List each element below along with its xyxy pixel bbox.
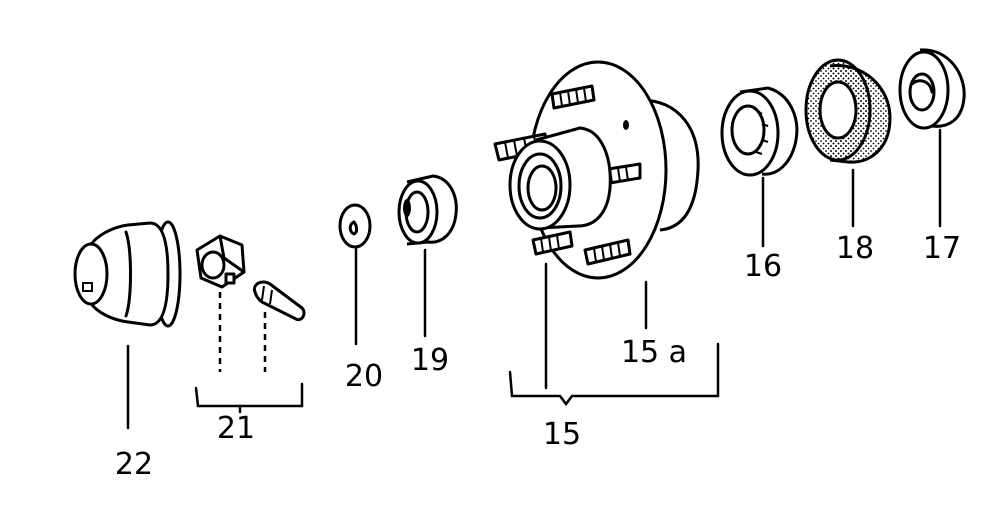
callout-20: 20 (345, 359, 383, 394)
part-17-dust-cap (898, 48, 966, 130)
wheel-studs (493, 84, 642, 266)
part-22-hub-cap (73, 220, 182, 328)
callout-22: 22 (115, 447, 153, 482)
part-19-outer-bearing (397, 174, 458, 246)
callout-16: 16 (744, 249, 782, 284)
callout-15: 15 (543, 417, 581, 452)
leader-lines (126, 128, 942, 430)
part-18-grease-seal (804, 58, 892, 164)
callout-15a: 15 a (621, 335, 687, 370)
part-15-wheel-hub (493, 60, 700, 280)
callout-19: 19 (411, 343, 449, 378)
part-16-inner-bearing (720, 86, 799, 177)
callout-18: 18 (836, 231, 874, 266)
callout-17: 17 (923, 231, 961, 266)
part-21-cotter-pin (252, 280, 306, 322)
part-20-washer (338, 203, 372, 249)
part-21-castle-nut (195, 234, 246, 289)
callout-labels: 22 21 20 19 15 15 a 16 18 17 (115, 231, 961, 482)
callout-21: 21 (217, 411, 255, 446)
